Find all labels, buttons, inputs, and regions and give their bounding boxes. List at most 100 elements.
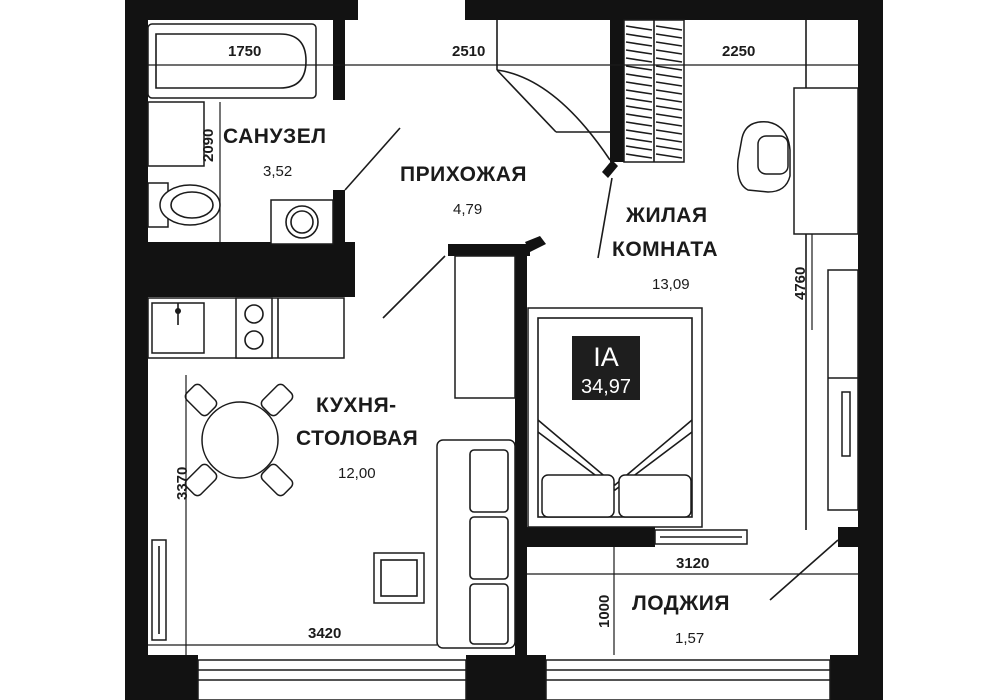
wardrobe-hatch-line <box>625 97 653 103</box>
wall-loggia-top <box>515 527 655 547</box>
room-living-name-1: ЖИЛАЯ <box>625 204 708 227</box>
room-bathroom-area: 3,52 <box>263 163 292 180</box>
apartment-badge: IA 34,97 <box>572 336 640 400</box>
wardrobe-hatch-line <box>625 41 653 47</box>
wardrobe-hatch-line <box>625 105 653 111</box>
wardrobe-hatch-line <box>655 49 683 55</box>
room-living-name-2: КОМНАТА <box>612 238 718 261</box>
wall-right <box>858 0 883 548</box>
dim-bath-height: 2090 <box>200 129 217 162</box>
sink-counter <box>147 101 205 167</box>
room-living-area: 13,09 <box>652 276 690 293</box>
wall-bottom-mid <box>466 655 546 700</box>
wardrobe-hatch-line <box>655 57 683 63</box>
badge-background <box>572 336 640 400</box>
dim-kitchen-width: 3420 <box>308 625 341 642</box>
tv-stand <box>827 269 859 511</box>
loggia-leader <box>769 539 839 601</box>
wardrobe-hatch-line <box>655 89 683 95</box>
room-hallway-area: 4,79 <box>453 201 482 218</box>
wardrobe-hatch-line <box>655 113 683 119</box>
wardrobe-hatch-line <box>625 137 653 143</box>
wardrobe-hatch-line <box>625 113 653 119</box>
wall-living-partition <box>610 20 624 162</box>
bathroom-fixtures <box>147 23 334 245</box>
wall-left <box>125 0 148 700</box>
room-loggia-name: ЛОДЖИЯ <box>632 592 730 615</box>
wardrobe-hatch-line <box>655 33 683 39</box>
badge-type: IA <box>593 342 619 372</box>
dim-loggia-width: 3120 <box>676 555 709 572</box>
wardrobe-hatch-line <box>625 25 653 31</box>
wardrobe-hatch-line <box>655 129 683 135</box>
dim-bath-width: 1750 <box>228 43 261 60</box>
wall-loggia-stub <box>838 527 883 547</box>
room-labels: САНУЗЕЛ 3,52 ПРИХОЖАЯ 4,79 ЖИЛАЯ КОМНАТА… <box>223 125 730 647</box>
wall-kitchen-partition <box>448 244 530 256</box>
wardrobe-hatch-line <box>655 105 683 111</box>
dim-loggia-height: 1000 <box>596 595 613 628</box>
wardrobe-hatch-line <box>625 57 653 63</box>
wall-jamb-hall <box>525 236 546 252</box>
pouf <box>373 552 425 604</box>
wardrobe-hatch-line <box>625 121 653 127</box>
desk <box>793 87 859 235</box>
pillow-left <box>541 474 615 518</box>
wardrobe-hatch-line <box>655 121 683 127</box>
wardrobe-hatch-line <box>625 73 653 79</box>
wardrobe-hatch-line <box>625 145 653 151</box>
wardrobe-hatch-line <box>625 89 653 95</box>
wall-bottom-right <box>830 655 883 700</box>
chair-icon <box>260 463 294 497</box>
wardrobe-hatch-line <box>655 81 683 87</box>
room-kitchen-name-1: КУХНЯ- <box>316 394 397 417</box>
wardrobe-hatch-line <box>625 49 653 55</box>
wall-jamb-living <box>602 160 618 178</box>
room-hallway-name: ПРИХОЖАЯ <box>400 163 527 186</box>
dining-table <box>201 401 279 479</box>
dim-kitchen-height: 3370 <box>174 467 191 500</box>
toilet-icon <box>159 184 221 226</box>
chair-icon <box>184 383 218 417</box>
chair-icon <box>260 383 294 417</box>
wall-bottom-left <box>125 655 198 700</box>
walls <box>125 0 883 700</box>
washing-machine <box>270 199 334 245</box>
wardrobe-hatch-line <box>655 73 683 79</box>
kitchen-furniture <box>147 255 516 649</box>
wardrobe-hatch-line <box>625 81 653 87</box>
dimension-lines <box>148 64 858 655</box>
kitchen-sink <box>151 302 205 354</box>
room-kitchen-area: 12,00 <box>338 465 376 482</box>
wall-bath-right-lower <box>333 190 345 250</box>
badge-area: 34,97 <box>581 376 631 398</box>
dim-living-height: 4760 <box>792 267 809 300</box>
wall-bath-right <box>333 20 345 100</box>
sofa <box>436 439 516 649</box>
wardrobe-hatch-line <box>625 153 653 159</box>
dim-hall-width: 2510 <box>452 43 485 60</box>
wardrobe <box>623 19 685 163</box>
room-loggia-area: 1,57 <box>675 630 704 647</box>
wardrobe-hatch-line <box>625 65 653 71</box>
windows <box>197 529 831 700</box>
wardrobe-hatch-line <box>655 145 683 151</box>
wardrobe-hatch-line <box>655 25 683 31</box>
wardrobe-hatch-line <box>655 153 683 159</box>
room-bathroom-name: САНУЗЕЛ <box>223 125 326 148</box>
stove-icon <box>235 297 273 359</box>
wardrobe-hatch-line <box>655 41 683 47</box>
wardrobe-hatch-line <box>625 129 653 135</box>
wardrobe-hatch-line <box>655 137 683 143</box>
door-swing-hall <box>496 69 611 161</box>
wall-bath-bottom <box>125 242 355 297</box>
bathtub <box>147 23 317 99</box>
dimension-labels: 1750 2510 2250 2090 4760 3370 3420 3120 … <box>174 43 809 642</box>
fridge <box>454 255 516 399</box>
tv-icon <box>841 391 851 457</box>
dim-living-width: 2250 <box>722 43 755 60</box>
wardrobe-hatch-line <box>655 97 683 103</box>
wardrobe-hatch-line <box>625 33 653 39</box>
wall-kitchen-living <box>515 244 527 700</box>
